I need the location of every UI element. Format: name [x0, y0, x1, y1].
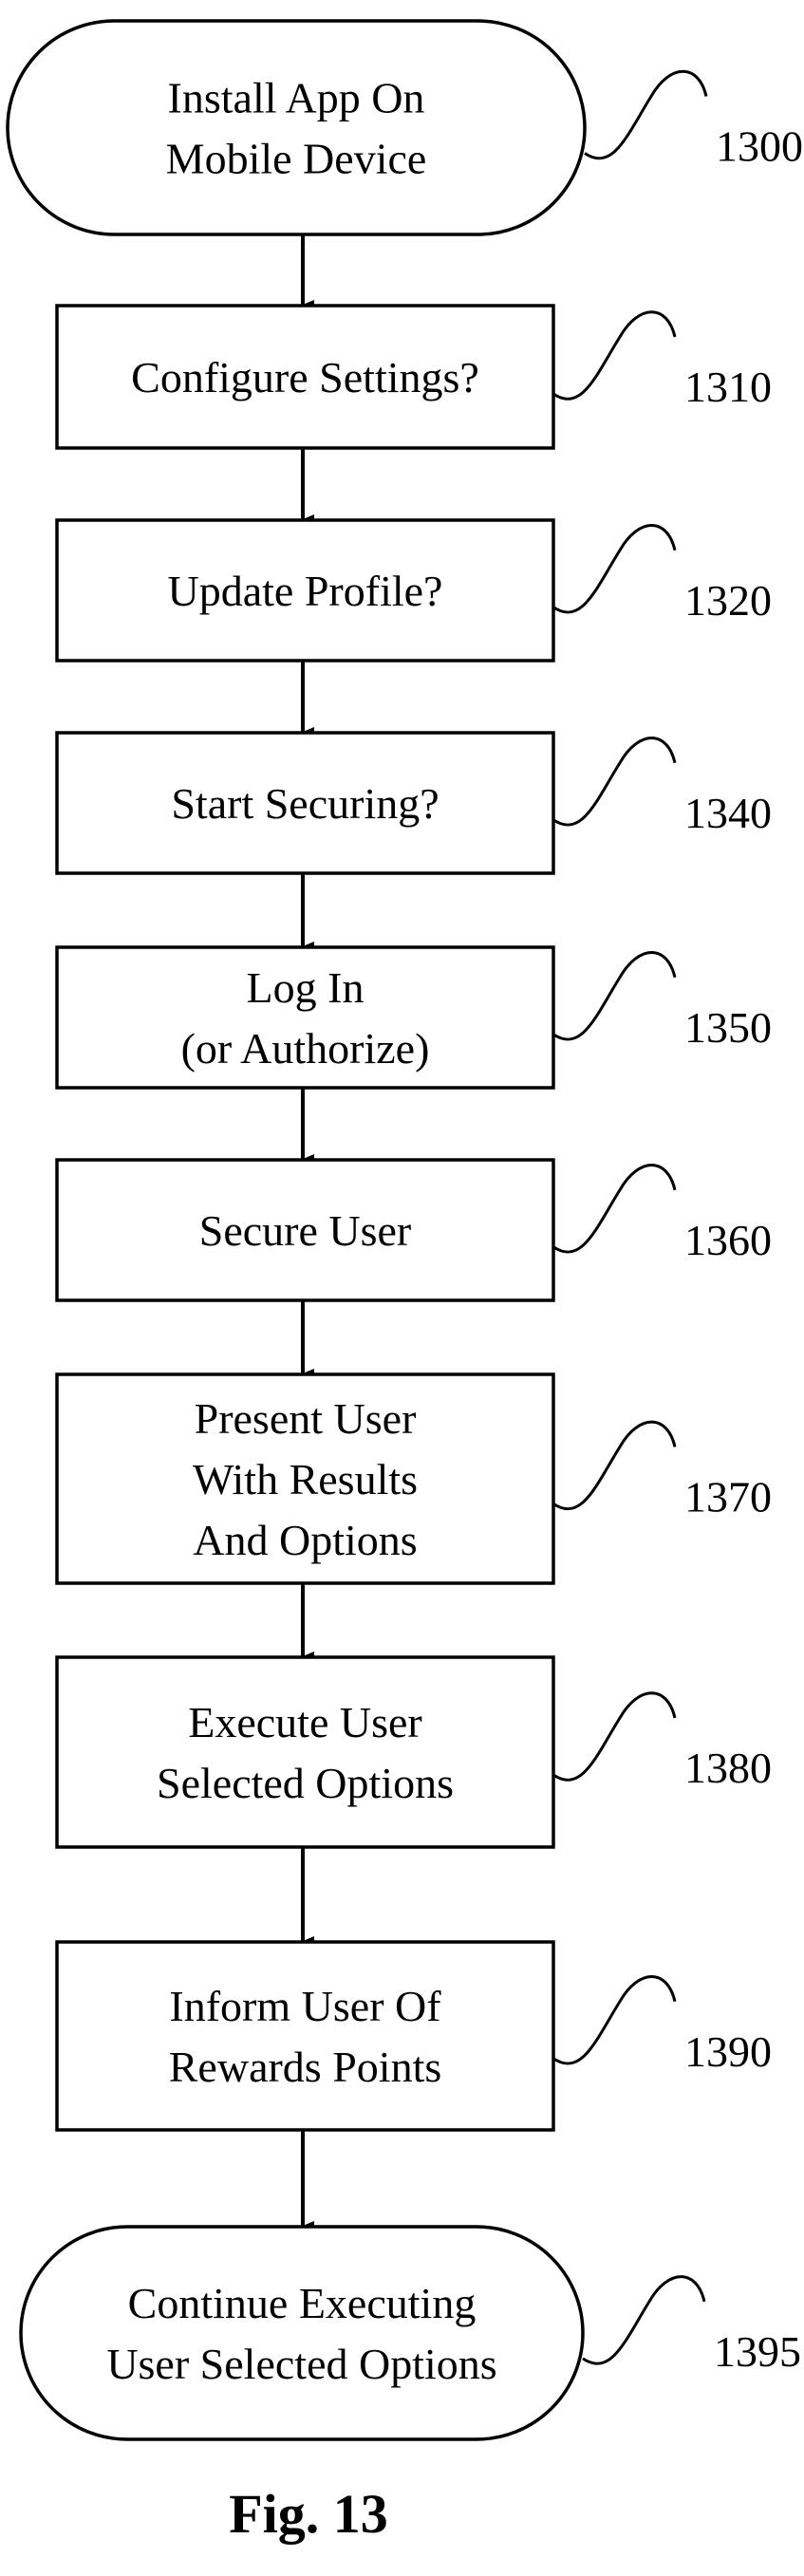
terminal-shape [8, 21, 585, 234]
node-label-line: User Selected Options [106, 2340, 496, 2388]
reference-number: 1340 [684, 789, 772, 837]
node-label-line: With Results [193, 1455, 418, 1503]
flow-node-1380: Execute UserSelected Options 1380 [57, 1657, 772, 1847]
node-label-line: Mobile Device [166, 135, 427, 183]
reference-number: 1300 [716, 122, 803, 171]
node-label-line: Update Profile? [168, 567, 443, 615]
flow-node-1370: Present UserWith ResultsAnd Options 1370 [57, 1374, 772, 1583]
figure-caption: Fig. 13 [229, 2483, 388, 2545]
node-label-line: (or Authorize) [181, 1024, 430, 1073]
reference-number: 1360 [684, 1216, 772, 1264]
node-label-line: Selected Options [157, 1759, 454, 1807]
reference-leader-line [585, 71, 706, 159]
reference-number: 1390 [684, 2027, 772, 2076]
process-box [57, 1657, 553, 1847]
flow-node-1300: Install App On Mobile Device 1300 [8, 21, 803, 234]
reference-leader-line [553, 953, 675, 1040]
reference-number: 1350 [684, 1003, 772, 1052]
flow-node-1340: Start Securing? 1340 [57, 733, 772, 873]
flow-node-1360: Secure User 1360 [57, 1160, 772, 1300]
reference-number: 1380 [684, 1744, 772, 1792]
terminal-shape [21, 2227, 583, 2439]
reference-number: 1320 [684, 576, 772, 625]
reference-leader-line [553, 738, 675, 826]
node-label-line: Log In [247, 963, 365, 1012]
nodes-layer: Install App On Mobile Device 1300Configure… [8, 21, 803, 2439]
flow-node-1310: Configure Settings? 1310 [57, 306, 772, 448]
node-label-line: Secure User [199, 1206, 412, 1255]
flow-node-1395: Continue ExecutingUser Selected Options 1… [21, 2227, 801, 2439]
reference-number: 1370 [684, 1472, 772, 1521]
reference-number: 1395 [714, 2327, 801, 2376]
flow-node-1350: Log In (or Authorize) 1350 [57, 947, 772, 1088]
node-label-line: And Options [193, 1516, 417, 1564]
node-label-line: Install App On [168, 74, 425, 122]
reference-leader-line [553, 1422, 675, 1509]
reference-leader-line [553, 1977, 675, 2064]
node-label-line: Start Securing? [171, 779, 439, 828]
reference-number: 1310 [684, 363, 772, 411]
reference-leader-line [553, 1693, 675, 1781]
node-label-line: Inform User Of [169, 1982, 441, 2030]
flow-node-1320: Update Profile? 1320 [57, 520, 772, 661]
node-label-line: Execute User [188, 1698, 422, 1746]
node-label-line: Present User [195, 1394, 417, 1443]
node-label-line: Configure Settings? [131, 353, 479, 401]
reference-leader-line [553, 312, 675, 400]
node-label-line: Continue Executing [128, 2279, 477, 2327]
reference-leader-line [553, 1166, 675, 1253]
reference-leader-line [553, 526, 675, 613]
flow-node-1390: Inform User Of Rewards Points 1390 [57, 1942, 772, 2130]
process-box [57, 1942, 553, 2130]
reference-leader-line [583, 2277, 704, 2364]
node-label-line: Rewards Points [169, 2043, 442, 2091]
